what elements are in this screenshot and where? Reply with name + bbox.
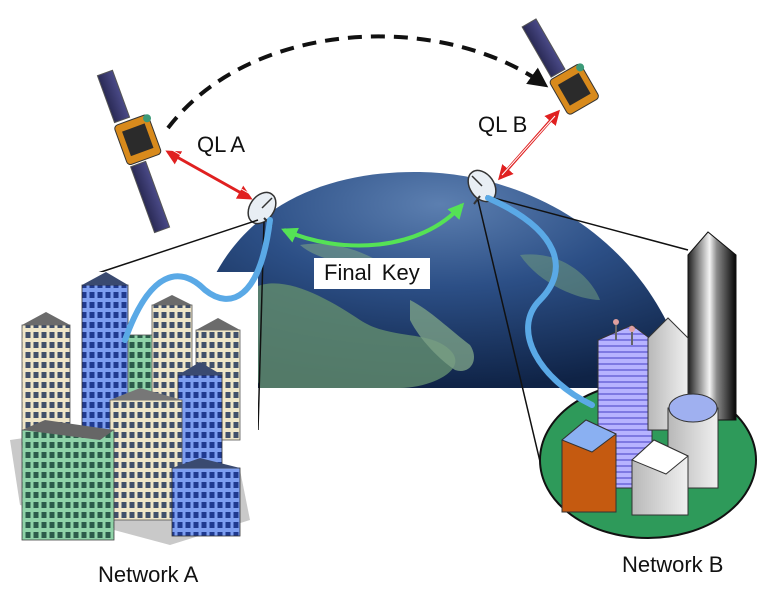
satellite-dish-icon <box>247 191 277 227</box>
final-key-arrow <box>281 202 465 248</box>
fiber-link-b <box>485 195 595 408</box>
network-connector-lines <box>91 195 689 471</box>
network-a-label: Network A <box>98 562 199 587</box>
city-buildings-icon <box>539 231 757 539</box>
fiber-link-a <box>122 217 273 343</box>
satellite-icon <box>521 18 599 115</box>
quantum-link-a-label: QL A <box>197 132 246 157</box>
satellite-orbit-arrow <box>166 34 549 130</box>
satellite-icon <box>96 69 171 234</box>
quantum-link-b-label: QL B <box>478 112 528 137</box>
network-b-label: Network B <box>622 552 724 577</box>
final-key-label: Final Key <box>314 258 430 289</box>
city-buildings-icon <box>10 272 250 545</box>
quantum-link-b <box>498 109 560 181</box>
quantum-link-a <box>165 149 253 200</box>
